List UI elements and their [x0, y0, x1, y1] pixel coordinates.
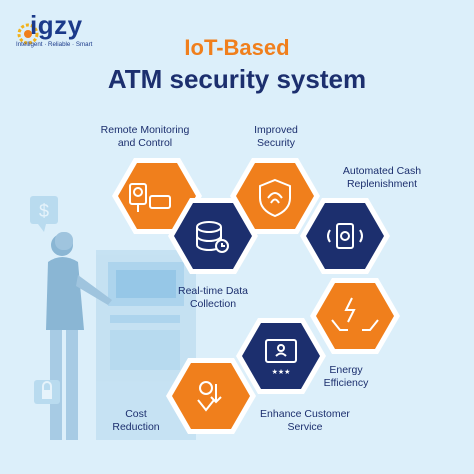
logo-tagline: Intelligent · Reliable · Smart	[16, 41, 93, 48]
hex-automated-cash	[300, 198, 390, 274]
dollar-sign-icon: $	[30, 196, 58, 232]
hex-improved-security	[230, 158, 320, 234]
logo-sun-icon	[17, 23, 39, 45]
label-improved-security: Improved Security	[254, 124, 298, 149]
hex-cost-reduction	[166, 358, 256, 434]
label-customer-service: Enhance Customer Service	[260, 408, 350, 433]
customer-service-icon: ★★★	[265, 339, 297, 376]
hex-remote-monitoring	[112, 158, 202, 234]
svg-text:$: $	[39, 201, 49, 221]
hex-customer-service: ★★★	[236, 318, 326, 394]
title-line-2: ATM security system	[107, 64, 367, 94]
hex-energy-efficiency	[310, 278, 400, 354]
label-realtime-data: Real-time Data Collection	[177, 285, 249, 310]
label-remote-monitoring: Remote Monitoring and Control	[100, 124, 190, 149]
label-energy-efficiency: Energy Efficiency	[323, 364, 369, 389]
title-line-1: IoT-Based	[184, 35, 290, 60]
label-automated-cash: Automated Cash Replenishment	[342, 165, 422, 190]
cash-cycle-icon	[327, 223, 363, 249]
brand-logo	[14, 14, 94, 50]
atm-machine-illustration	[96, 250, 196, 440]
person-illustration	[46, 232, 112, 440]
lock-icon	[34, 380, 60, 404]
database-clock-icon	[196, 221, 229, 253]
svg-text:★★★: ★★★	[272, 368, 291, 376]
logo-wordmark: igzy	[30, 10, 83, 40]
cctv-icon	[129, 183, 171, 212]
fingerprint-shield-icon	[259, 178, 291, 218]
label-cost-reduction: Cost Reduction	[112, 408, 160, 433]
hex-realtime-data	[168, 198, 258, 274]
hands-energy-icon	[331, 297, 379, 331]
cost-reduction-icon	[197, 381, 222, 412]
